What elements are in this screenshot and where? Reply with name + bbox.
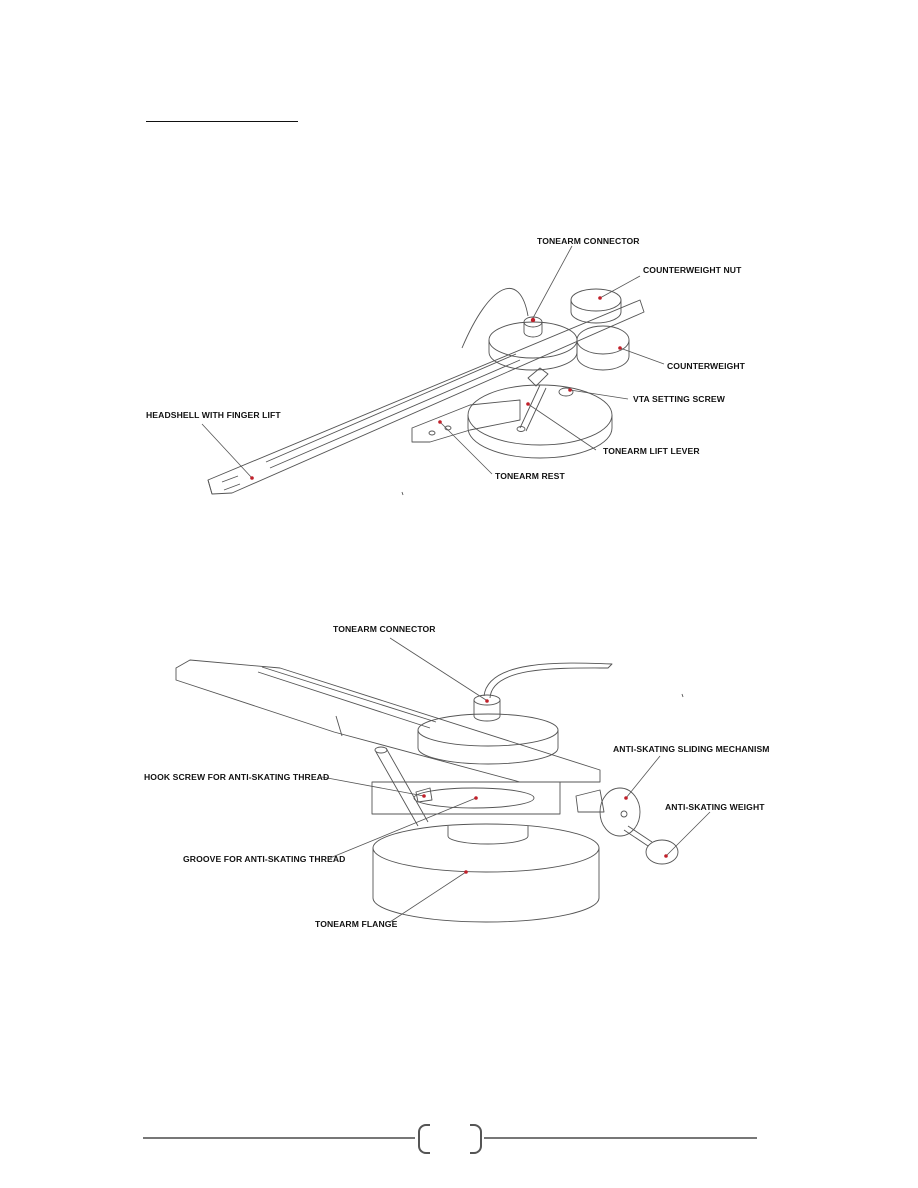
label-anti-skating-weight: ANTI-SKATING WEIGHT (665, 802, 765, 812)
page-number-bracket-left (418, 1124, 430, 1154)
marker-bottom-sliding-mechanism (624, 796, 628, 800)
marker-bottom-hook-screw (422, 794, 426, 798)
marker-bottom-weight (664, 854, 668, 858)
label-vta-setting-screw: VTA SETTING SCREW (633, 394, 725, 404)
marker-top-counterweight (618, 346, 622, 350)
label-tonearm-connector-bottom: TONEARM CONNECTOR (333, 624, 436, 634)
marker-top-connector (530, 317, 536, 323)
section-heading-underline (146, 121, 298, 122)
footer-rule-right (484, 1137, 757, 1139)
tonearm-top-drawing (201, 245, 665, 496)
label-groove: GROOVE FOR ANTI-SKATING THREAD (183, 854, 346, 864)
marker-top-headshell (250, 476, 254, 480)
label-counterweight-nut: COUNTERWEIGHT NUT (643, 265, 742, 275)
top-base-flange (467, 384, 613, 446)
footer-rule-left (143, 1137, 415, 1139)
bottom-sliding-mechanism (599, 787, 641, 837)
top-lift-lever (519, 384, 547, 432)
bottom-anti-skating-weight (645, 839, 679, 865)
marker-bottom-connector (485, 699, 489, 703)
label-tonearm-flange: TONEARM FLANGE (315, 919, 398, 929)
marker-top-lift-lever (526, 402, 530, 406)
label-tonearm-rest: TONEARM REST (495, 471, 565, 481)
tonearm-side-drawing (175, 637, 711, 923)
bottom-pivot-housing (417, 713, 559, 747)
label-counterweight: COUNTERWEIGHT (667, 361, 746, 371)
top-counterweight-nut (570, 288, 622, 312)
marker-bottom-flange (464, 870, 468, 874)
top-rest-bracket (411, 399, 521, 443)
marker-top-rest (438, 420, 442, 424)
marker-top-vta (568, 388, 572, 392)
bottom-base-block (371, 781, 561, 815)
tonearm-top-view-figure: TONEARM CONNECTOR COUNTERWEIGHT NUT COUN… (0, 220, 918, 520)
page-footer (0, 1120, 918, 1160)
marker-bottom-groove (474, 796, 478, 800)
page-number-bracket-right (470, 1124, 482, 1154)
label-headshell-with-finger-lift: HEADSHELL WITH FINGER LIFT (146, 410, 281, 420)
bottom-arm-beam (175, 659, 601, 783)
label-anti-skating-sliding-mechanism: ANTI-SKATING SLIDING MECHANISM (613, 744, 770, 754)
label-tonearm-lift-lever: TONEARM LIFT LEVER (603, 446, 700, 456)
tonearm-side-view-figure: TONEARM CONNECTOR ANTI-SKATING SLIDING M… (0, 610, 918, 950)
label-tonearm-connector-top: TONEARM CONNECTOR (537, 236, 640, 246)
top-arm-beam (207, 299, 645, 495)
marker-top-counterweight-nut (598, 296, 602, 300)
label-hook-screw: HOOK SCREW FOR ANTI-SKATING THREAD (144, 772, 330, 782)
bottom-tonearm-flange (372, 823, 600, 873)
